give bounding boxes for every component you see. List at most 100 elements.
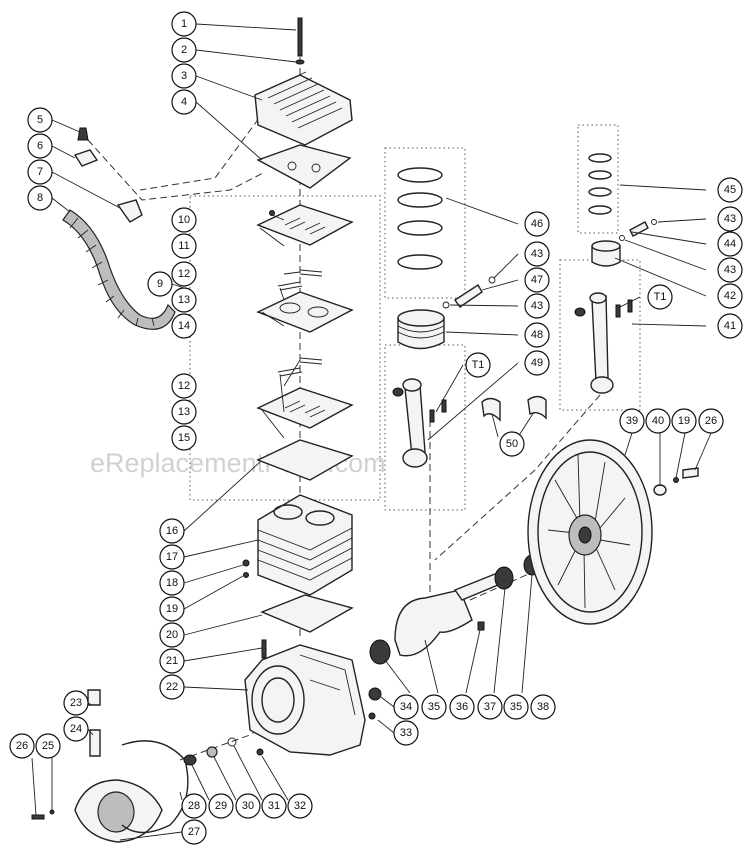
svg-text:13: 13 bbox=[178, 294, 190, 306]
callout-19b[interactable]: 19 bbox=[671, 408, 697, 434]
callout-7[interactable]: 7 bbox=[27, 159, 53, 185]
callout-t1-left[interactable]: T1 bbox=[465, 352, 491, 378]
callout-19[interactable]: 19 bbox=[159, 596, 185, 622]
svg-text:40: 40 bbox=[652, 415, 664, 427]
svg-text:T1: T1 bbox=[654, 291, 667, 303]
callout-30[interactable]: 30 bbox=[235, 793, 261, 819]
callout-21[interactable]: 21 bbox=[159, 648, 185, 674]
svg-text:32: 32 bbox=[294, 800, 306, 812]
callout-32[interactable]: 32 bbox=[287, 793, 313, 819]
callout-33[interactable]: 33 bbox=[393, 720, 419, 746]
cover-gasket bbox=[121, 740, 189, 834]
safety-valve bbox=[77, 127, 89, 141]
callout-46[interactable]: 46 bbox=[524, 211, 550, 237]
callout-43d[interactable]: 43 bbox=[524, 293, 550, 319]
drain-plug bbox=[368, 712, 376, 720]
callout-49[interactable]: 49 bbox=[524, 350, 550, 376]
callout-35a[interactable]: 35 bbox=[421, 694, 447, 720]
svg-text:50: 50 bbox=[506, 438, 518, 450]
callout-12[interactable]: 12 bbox=[171, 261, 197, 287]
flywheel-assembly bbox=[527, 439, 699, 625]
cylinder-gasket bbox=[256, 439, 354, 481]
callout-6[interactable]: 6 bbox=[27, 133, 53, 159]
bearing-front bbox=[369, 639, 391, 665]
callout-38[interactable]: 38 bbox=[530, 694, 556, 720]
callout-5[interactable]: 5 bbox=[27, 107, 53, 133]
callout-26b[interactable]: 26 bbox=[698, 408, 724, 434]
callout-36[interactable]: 36 bbox=[449, 694, 475, 720]
callout-13[interactable]: 13 bbox=[171, 287, 197, 313]
callout-27[interactable]: 27 bbox=[181, 819, 207, 845]
svg-text:8: 8 bbox=[37, 192, 43, 204]
callout-44[interactable]: 44 bbox=[717, 231, 743, 257]
svg-text:43: 43 bbox=[724, 264, 736, 276]
sight-glass bbox=[206, 746, 218, 758]
callout-14[interactable]: 14 bbox=[171, 313, 197, 339]
svg-text:37: 37 bbox=[484, 701, 496, 713]
callout-34[interactable]: 34 bbox=[393, 694, 419, 720]
callout-48[interactable]: 48 bbox=[524, 322, 550, 348]
breather-tube bbox=[89, 729, 101, 757]
callout-16[interactable]: 16 bbox=[159, 518, 185, 544]
head-washer bbox=[295, 59, 305, 65]
callout-37[interactable]: 37 bbox=[477, 694, 503, 720]
svg-text:31: 31 bbox=[268, 800, 280, 812]
callout-17[interactable]: 17 bbox=[159, 544, 185, 570]
callout-4[interactable]: 4 bbox=[171, 89, 197, 115]
callout-26a[interactable]: 26 bbox=[9, 733, 35, 759]
callout-39[interactable]: 39 bbox=[619, 408, 645, 434]
svg-text:43: 43 bbox=[531, 300, 543, 312]
callout-25[interactable]: 25 bbox=[35, 733, 61, 759]
callout-22[interactable]: 22 bbox=[159, 674, 185, 700]
callout-35b[interactable]: 35 bbox=[503, 694, 529, 720]
svg-text:44: 44 bbox=[724, 238, 736, 250]
head-bolt bbox=[297, 17, 303, 57]
callout-12b[interactable]: 12 bbox=[171, 373, 197, 399]
callout-28[interactable]: 28 bbox=[181, 793, 207, 819]
callout-24[interactable]: 24 bbox=[63, 716, 89, 742]
callout-11[interactable]: 11 bbox=[171, 233, 197, 259]
cylinder-head-fins bbox=[261, 71, 343, 129]
crankcase-assembly bbox=[31, 644, 382, 843]
crankshaft-assembly bbox=[369, 554, 541, 665]
callout-8[interactable]: 8 bbox=[27, 185, 53, 211]
svg-text:7: 7 bbox=[37, 166, 43, 178]
pin-clip-left-a bbox=[488, 276, 496, 284]
callout-2[interactable]: 2 bbox=[171, 37, 197, 63]
callout-23[interactable]: 23 bbox=[63, 690, 89, 716]
piston-ring-4 bbox=[397, 254, 443, 270]
svg-text:38: 38 bbox=[537, 701, 549, 713]
callout-43a[interactable]: 43 bbox=[717, 206, 743, 232]
connecting-rod-box-left bbox=[384, 344, 466, 511]
callout-41[interactable]: 41 bbox=[717, 313, 743, 339]
callout-31[interactable]: 31 bbox=[261, 793, 287, 819]
callout-29[interactable]: 29 bbox=[208, 793, 234, 819]
callout-15[interactable]: 15 bbox=[171, 425, 197, 451]
compression-fitting bbox=[116, 199, 143, 223]
pin-clip-left-b bbox=[442, 301, 450, 309]
callout-40[interactable]: 40 bbox=[645, 408, 671, 434]
callout-t1-right[interactable]: T1 bbox=[647, 284, 673, 310]
callout-13b[interactable]: 13 bbox=[171, 399, 197, 425]
callout-43c[interactable]: 43 bbox=[524, 241, 550, 267]
callout-20[interactable]: 20 bbox=[159, 622, 185, 648]
rod-guide-right bbox=[434, 394, 601, 561]
oil-fill-plug bbox=[368, 687, 382, 701]
callout-42[interactable]: 42 bbox=[717, 283, 743, 309]
callout-18[interactable]: 18 bbox=[159, 570, 185, 596]
svg-text:18: 18 bbox=[166, 577, 178, 589]
sight-glass-gasket bbox=[227, 737, 237, 747]
callout-50[interactable]: 50 bbox=[499, 431, 525, 457]
callout-10[interactable]: 10 bbox=[171, 207, 197, 233]
callout-43b[interactable]: 43 bbox=[717, 257, 743, 283]
callout-3[interactable]: 3 bbox=[171, 63, 197, 89]
wrist-pin-left bbox=[454, 284, 483, 308]
callout-9[interactable]: 9 bbox=[147, 271, 173, 297]
svg-text:20: 20 bbox=[166, 629, 178, 641]
callout-45[interactable]: 45 bbox=[717, 177, 743, 203]
piston-ring-2 bbox=[397, 192, 443, 208]
callout-1[interactable]: 1 bbox=[171, 11, 197, 37]
valve-plate-kit-box bbox=[189, 195, 381, 501]
callout-47[interactable]: 47 bbox=[524, 267, 550, 293]
piston-ring-r3 bbox=[588, 187, 612, 197]
